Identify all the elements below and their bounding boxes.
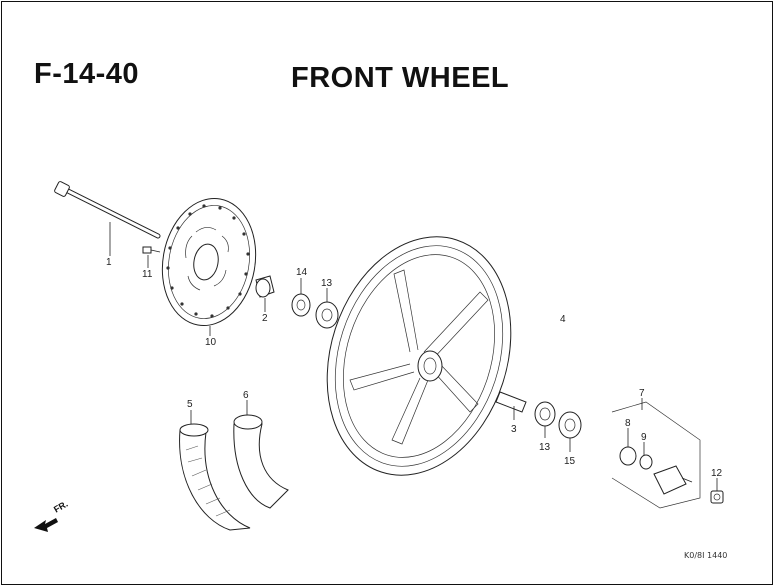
tube-part [233,414,289,509]
callout-13-right: 13 [539,442,551,453]
callout-10: 10 [205,337,217,348]
axle-nut-part [710,490,724,504]
bearing-left-part [315,301,339,329]
axle-part [54,181,161,239]
collar-part [255,275,275,298]
callout-12: 12 [711,468,723,479]
spacer-part [495,391,527,413]
callout-15: 15 [564,456,576,467]
callout-13-left: 13 [321,278,333,289]
callout-11: 11 [142,269,153,280]
callout-7: 7 [639,388,645,399]
callout-1: 1 [106,257,112,268]
callout-3: 3 [511,424,517,435]
callout-14: 14 [296,267,308,278]
callout-6: 6 [243,390,249,401]
wheel-rim-part [326,236,512,476]
brake-disc-part [161,197,257,327]
front-direction-arrow [34,518,58,532]
callout-4: 4 [560,314,566,325]
dust-seal-part [291,293,311,317]
reference-code: K0/8I 1440 [684,551,728,560]
oil-seal-part [558,411,582,439]
bearing-right-part [534,401,556,427]
callout-9: 9 [641,432,647,443]
callout-8: 8 [625,418,631,429]
diagram-code: F-14-40 [34,58,140,90]
bolt-part [142,246,161,254]
leader-lines [109,222,718,491]
page-title: FRONT WHEEL [291,62,510,94]
callout-5: 5 [187,399,193,410]
tire-part [179,423,251,531]
callout-2: 2 [262,313,268,324]
